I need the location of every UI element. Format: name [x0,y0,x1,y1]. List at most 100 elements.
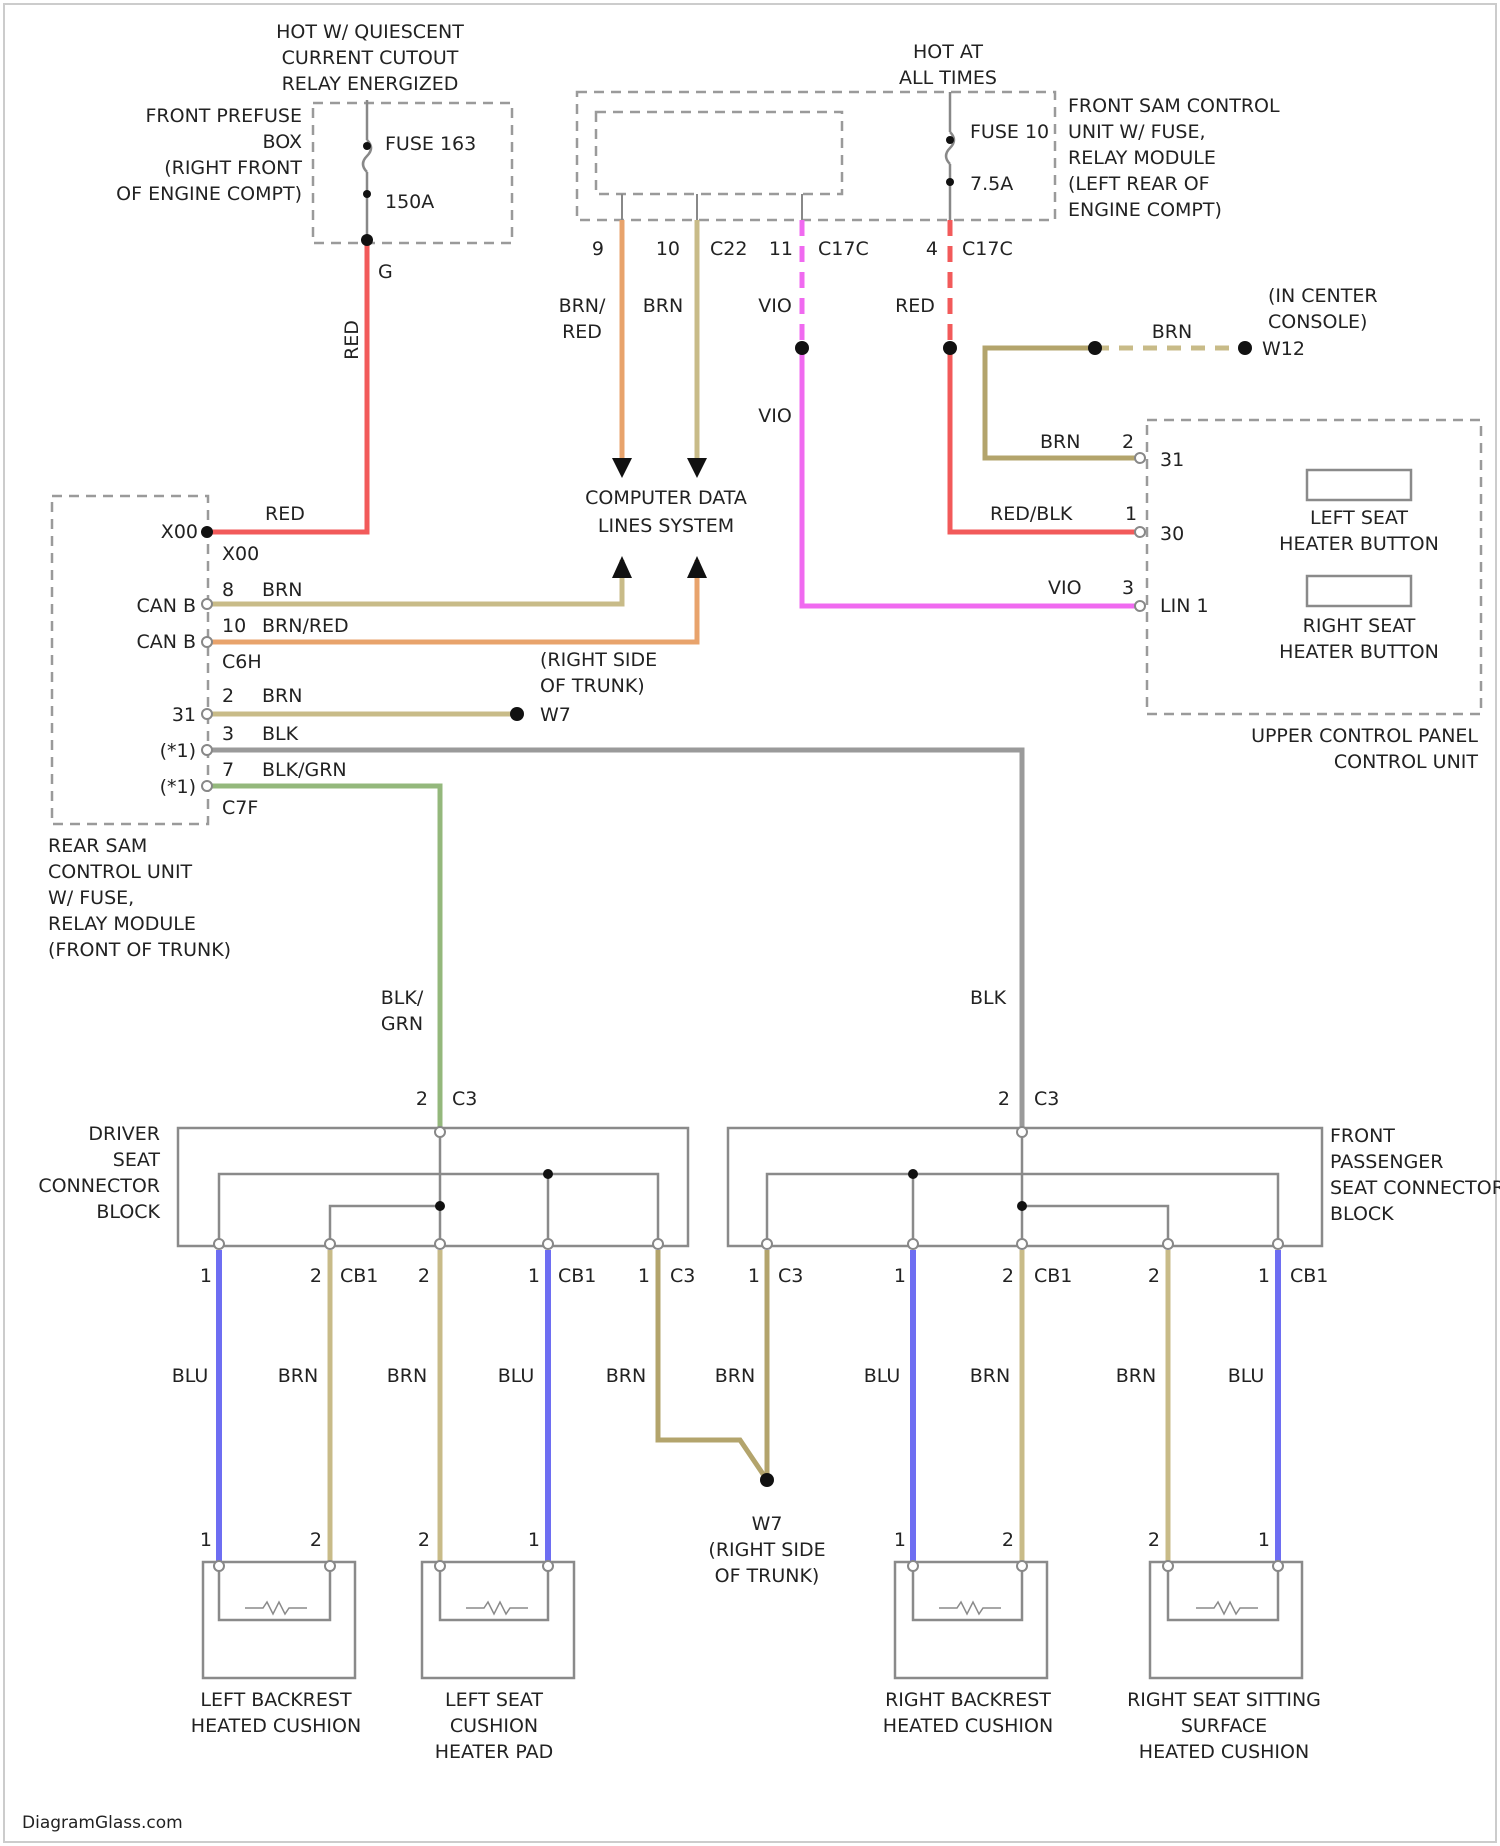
front-prefuse-box [313,103,512,243]
svg-text:RIGHT BACKREST: RIGHT BACKREST [885,1689,1051,1711]
upper-panel-pin1: 1 [1125,503,1137,525]
driver-c3-b: C3 [670,1265,695,1287]
right-seat-surface-heater [1150,1561,1302,1678]
pass-cb1-b: CB1 [1290,1265,1328,1287]
svg-text:CONTROL UNIT: CONTROL UNIT [48,861,193,883]
svg-text:LEFT SEAT: LEFT SEAT [1310,507,1408,529]
svg-text:REAR SAM: REAR SAM [48,835,147,857]
upper-panel-31: 31 [1160,449,1184,471]
svg-text:BOX: BOX [263,131,302,153]
center-console-label: (IN CENTER CONSOLE) [1268,285,1378,333]
brn-label-2: BRN [387,1365,427,1387]
driver-pin-2: 2 [310,1265,322,1287]
heater-element-icon [466,1602,528,1614]
svg-text:FRONT: FRONT [1330,1125,1395,1147]
left-seat-heater-button-label: LEFT SEAT HEATER BUTTON [1279,507,1439,555]
red-wire-prefuse-to-rear-sam [207,240,367,532]
heater4-pin1: 2 [1148,1529,1160,1551]
pin-3-blk: 3 [222,723,234,745]
svg-text:CONTROL UNIT: CONTROL UNIT [1334,751,1479,773]
svg-text:HOT W/ QUIESCENT: HOT W/ QUIESCENT [276,21,464,43]
pass-pin-2: 1 [894,1265,906,1287]
heater3-pin1: 1 [894,1529,906,1551]
upper-panel-redblk-label: RED/BLK [990,503,1073,525]
blu-label-2: BLU [498,1365,535,1387]
heater-element-icon [245,1602,307,1614]
heater2-pin1: 2 [418,1529,430,1551]
svg-text:RED: RED [562,321,602,343]
svg-text:(RIGHT FRONT: (RIGHT FRONT [164,157,302,179]
svg-text:OF TRUNK): OF TRUNK) [540,675,645,697]
passenger-seat-connector-block [728,1128,1322,1246]
upper-panel-pin3: 3 [1122,577,1134,599]
svg-text:ENGINE COMPT): ENGINE COMPT) [1068,199,1222,221]
pin-11: 11 [769,238,793,260]
svg-text:BLK/: BLK/ [381,987,424,1009]
w7-label: W7 [540,704,571,726]
svg-text:(FRONT OF TRUNK): (FRONT OF TRUNK) [48,939,231,961]
svg-text:HEATED CUSHION: HEATED CUSHION [883,1715,1053,1737]
w7-bottom-label: W7 (RIGHT SIDE OF TRUNK) [708,1513,825,1587]
connector-c17c-b: C17C [962,238,1013,260]
pin-2-w7: 2 [222,685,234,707]
fuse-163-amp: 150A [385,191,434,213]
svg-text:BLOCK: BLOCK [96,1201,160,1223]
fuse-163-label: FUSE 163 [385,133,476,155]
svg-text:UPPER CONTROL PANEL: UPPER CONTROL PANEL [1251,725,1478,747]
pass-cb1: CB1 [1034,1265,1072,1287]
front-sam-label: FRONT SAM CONTROL UNIT W/ FUSE, RELAY MO… [1068,95,1280,221]
blk-vertical-label: BLK [970,987,1007,1009]
driver-pin-3: 2 [418,1265,430,1287]
upper-control-panel-box [1147,420,1481,714]
fuse-10-amp: 7.5A [970,173,1013,195]
upper-panel-brn-label: BRN [1040,431,1080,453]
svg-text:HOT AT: HOT AT [913,41,983,63]
driver-block-label: DRIVER SEAT CONNECTOR BLOCK [38,1123,160,1223]
passenger-block-label: FRONT PASSENGER SEAT CONNECTOR BLOCK [1330,1125,1500,1225]
svg-text:LEFT BACKREST: LEFT BACKREST [200,1689,352,1711]
svg-text:HEATER PAD: HEATER PAD [435,1741,554,1763]
rear-sam-label: REAR SAM CONTROL UNIT W/ FUSE, RELAY MOD… [48,835,231,961]
pass-pin-1: 1 [748,1265,760,1287]
left-seat-heater-button[interactable] [1307,470,1411,500]
connector-c17c-a: C17C [818,238,869,260]
can-b-2-label: CAN B [136,631,196,653]
fuse-10-label: FUSE 10 [970,121,1049,143]
driver-seat-connector-block [178,1128,688,1246]
pass-pin-3: 2 [1002,1265,1014,1287]
svg-text:CURRENT CUTOUT: CURRENT CUTOUT [282,47,459,69]
svg-text:SURFACE: SURFACE [1181,1715,1267,1737]
red-top-label: RED [895,295,935,317]
svg-text:LEFT SEAT: LEFT SEAT [445,1689,543,1711]
brn-w12-label: BRN [1152,321,1192,343]
blk-label: BLK [262,723,299,745]
rear-sam-box [52,496,208,824]
right-seat-heater-button[interactable] [1307,576,1411,606]
hot-quiescent-label: HOT W/ QUIESCENT CURRENT CUTOUT RELAY EN… [276,21,464,95]
pass-pin-5: 1 [1258,1265,1270,1287]
fuse-163-pin: G [378,261,393,283]
brn-label-4: BRN [715,1365,755,1387]
heater4-pin2: 1 [1258,1529,1270,1551]
svg-text:DRIVER: DRIVER [88,1123,160,1145]
svg-text:RELAY MODULE: RELAY MODULE [48,913,196,935]
driver-c3-pin: 2 [416,1088,428,1110]
brn-top-label: BRN [643,295,683,317]
brn-red-can-label: BRN/RED [262,615,349,637]
svg-text:PASSENGER: PASSENGER [1330,1151,1444,1173]
x00-pin-label: X00 [222,543,259,565]
pin-9: 9 [592,238,604,260]
front-prefuse-box-label: FRONT PREFUSE BOX (RIGHT FRONT OF ENGINE… [116,105,302,205]
heater3-pin2: 2 [1002,1529,1014,1551]
svg-text:(RIGHT SIDE: (RIGHT SIDE [540,649,657,671]
blu-label-3: BLU [864,1365,901,1387]
svg-text:UNIT W/ FUSE,: UNIT W/ FUSE, [1068,121,1206,143]
svg-text:(RIGHT SIDE: (RIGHT SIDE [708,1539,825,1561]
upper-panel-vio-label: VIO [1048,577,1082,599]
pin-10: 10 [656,238,680,260]
red-wire-vertical-label: RED [341,320,363,360]
svg-text:SEAT: SEAT [113,1149,161,1171]
blu-label-4: BLU [1228,1365,1265,1387]
pin-f1-b: (*1) [160,776,196,798]
